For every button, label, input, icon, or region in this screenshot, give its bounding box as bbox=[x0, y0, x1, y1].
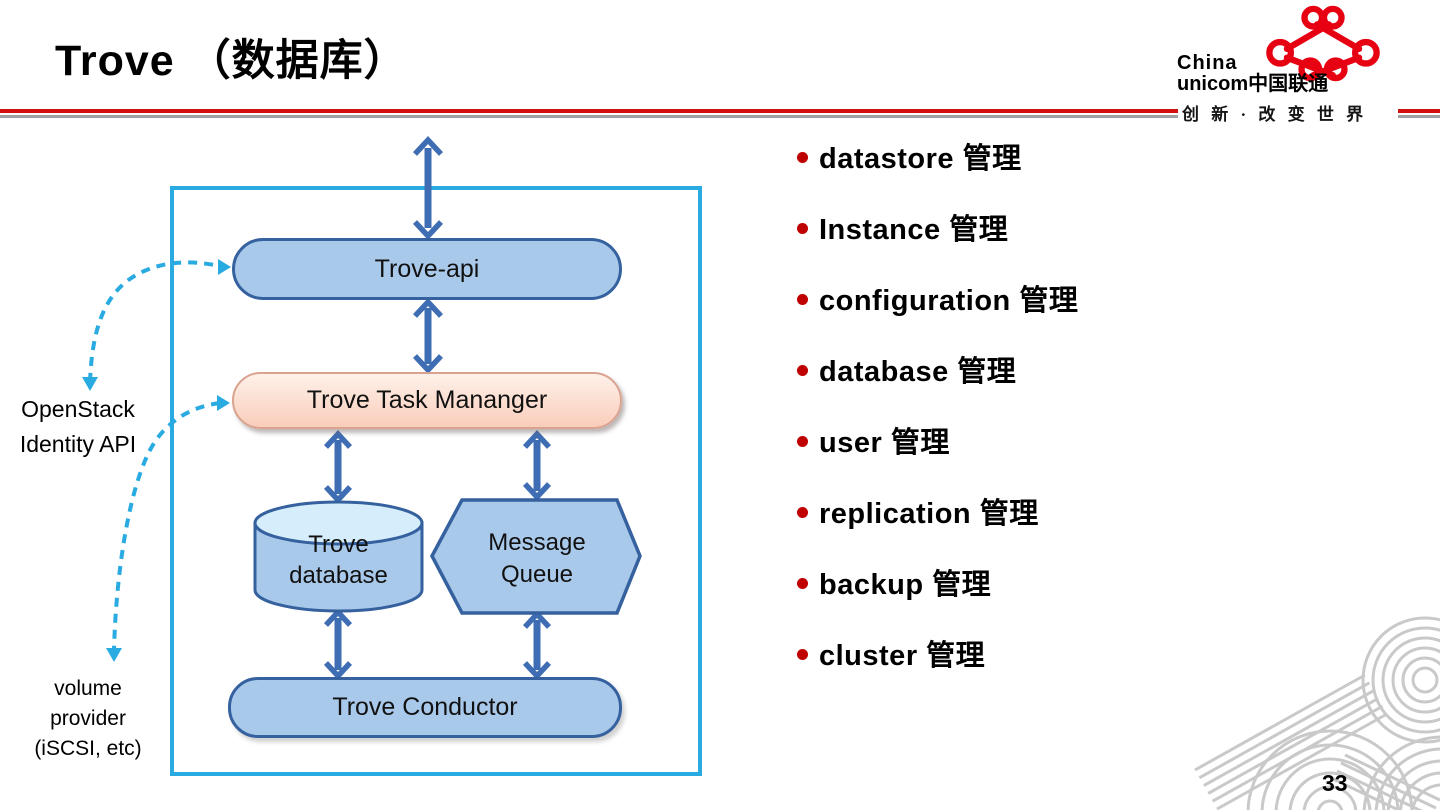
node-trove-task-manager-label: Trove Task Mananger bbox=[306, 386, 548, 414]
divider-gray-left bbox=[0, 115, 1178, 118]
node-trove-api: Trove-api bbox=[232, 238, 622, 300]
label-openstack-identity-api: OpenStack Identity API bbox=[19, 396, 137, 457]
bullet-icon bbox=[797, 294, 808, 305]
bullet-icon bbox=[797, 223, 808, 234]
list-item: replication 管理 bbox=[797, 496, 1277, 532]
logo-text-unicom: unicom中国联通 bbox=[1177, 74, 1328, 94]
list-item: Instance 管理 bbox=[797, 212, 1277, 248]
china-unicom-knot-icon bbox=[1266, 5, 1380, 82]
divider-red-left bbox=[0, 109, 1178, 113]
label-volume-provider: volume provider (iSCSI, etc) bbox=[34, 677, 142, 760]
page-number: 33 bbox=[1322, 770, 1348, 796]
node-trove-conductor: Trove Conductor bbox=[228, 677, 622, 738]
bullet-icon bbox=[797, 436, 808, 447]
list-item: configuration 管理 bbox=[797, 283, 1277, 319]
list-item: datastore 管理 bbox=[797, 141, 1277, 177]
list-item: cluster 管理 bbox=[797, 638, 1277, 674]
feature-bullet-list: datastore 管理 Instance 管理 configuration 管… bbox=[797, 141, 1277, 709]
page-title: Trove （数据库） bbox=[55, 37, 408, 85]
bullet-icon bbox=[797, 507, 808, 518]
node-trove-database-label: Trove database bbox=[289, 531, 388, 589]
bullet-icon bbox=[797, 649, 808, 660]
list-item: database 管理 bbox=[797, 354, 1277, 390]
decorative-knot-pattern bbox=[1194, 616, 1440, 810]
list-item: backup 管理 bbox=[797, 567, 1277, 603]
list-item: user 管理 bbox=[797, 425, 1277, 461]
divider-gray-right bbox=[1398, 115, 1440, 118]
node-trove-conductor-label: Trove Conductor bbox=[332, 693, 518, 721]
node-message-queue-label: Message Queue bbox=[488, 529, 586, 588]
divider-red-right bbox=[1398, 109, 1440, 113]
logo-text-china: China bbox=[1177, 52, 1238, 74]
logo-tagline: 创 新 · 改 变 世 界 bbox=[1182, 105, 1368, 124]
bullet-icon bbox=[797, 578, 808, 589]
bullet-icon bbox=[797, 152, 808, 163]
logo-text-unicom-en: unicom bbox=[1177, 73, 1249, 95]
node-trove-api-label: Trove-api bbox=[374, 254, 480, 283]
logo-text-unicom-cn: 中国联通 bbox=[1248, 73, 1329, 95]
node-trove-task-manager: Trove Task Mananger bbox=[232, 372, 622, 429]
bullet-icon bbox=[797, 365, 808, 376]
